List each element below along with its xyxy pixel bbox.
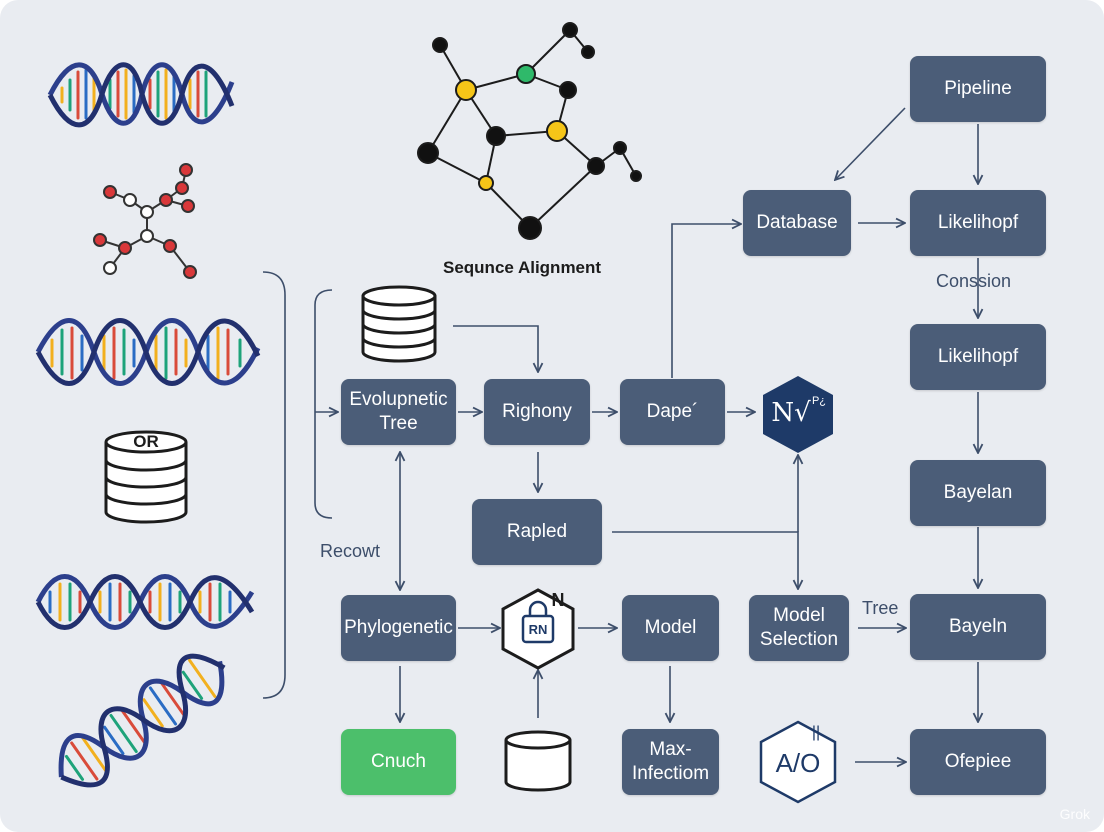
edge-label-conssion: Conssion (936, 271, 1012, 291)
watermark-label: Grok (1059, 806, 1090, 822)
node-evolutionary-tree: Evolupnetic Tree (341, 379, 456, 445)
dna-helix-icon (47, 62, 235, 128)
hex-top-main-label: N√ (771, 398, 811, 428)
node-rapled: Rapled (472, 499, 602, 565)
node-model-selection: Model Selection (749, 595, 849, 661)
node-cnuch: Cnuch (341, 729, 456, 795)
arrow-db-to-righony (453, 325, 538, 372)
lock-icon (521, 614, 555, 644)
database-or-label: OR (133, 432, 159, 451)
hex-top-sup-label: P¿ (811, 395, 827, 407)
node-model: Model (622, 595, 719, 661)
left-bracket-inner (314, 289, 333, 519)
node-database: Database (743, 190, 851, 256)
node-pipeline: Pipeline (910, 56, 1046, 122)
dna-helix-icon (58, 653, 226, 788)
node-ofepiee: Ofepiee (910, 729, 1046, 795)
node-bayelan: Bayelan (910, 460, 1046, 526)
arrow-dape-to-database (671, 224, 741, 378)
node-dape: Dape´ (620, 379, 725, 445)
left-bracket-outer (262, 271, 286, 699)
node-phylogenetic: Phylogenetic (341, 595, 456, 661)
dna-helix-icon (35, 574, 255, 630)
arrow-pipeline-to-database (835, 107, 906, 180)
node-likelihood-1: Likelihopf (910, 190, 1046, 256)
hex-mid-n-label: N (551, 590, 565, 610)
molecule-icon (93, 163, 197, 279)
node-likelihood-2: Likelihopf (910, 324, 1046, 390)
edge-label-tree: Tree (862, 598, 899, 618)
hexagon-icon (759, 720, 837, 804)
cylinder-icon (504, 730, 572, 792)
hex-mid-rn-label: RN (528, 622, 548, 637)
network-graph-icon (417, 22, 642, 240)
diagram-title: Sequnce Alignment (443, 258, 602, 277)
lock-shackle-icon (528, 600, 548, 616)
hex-bottom-label: A/O (775, 748, 821, 778)
hexagon-icon (763, 376, 833, 453)
node-righony: Righony (484, 379, 590, 445)
hex-bottom-top-label: || (811, 724, 821, 741)
node-max-infection: Max-Infectiom (622, 729, 719, 795)
dna-helix-icon (35, 318, 261, 386)
node-bayeln: Bayeln (910, 594, 1046, 660)
database-icon (104, 430, 188, 524)
database-icon (361, 285, 437, 363)
edge-label-recowt: Recowt (320, 541, 381, 561)
